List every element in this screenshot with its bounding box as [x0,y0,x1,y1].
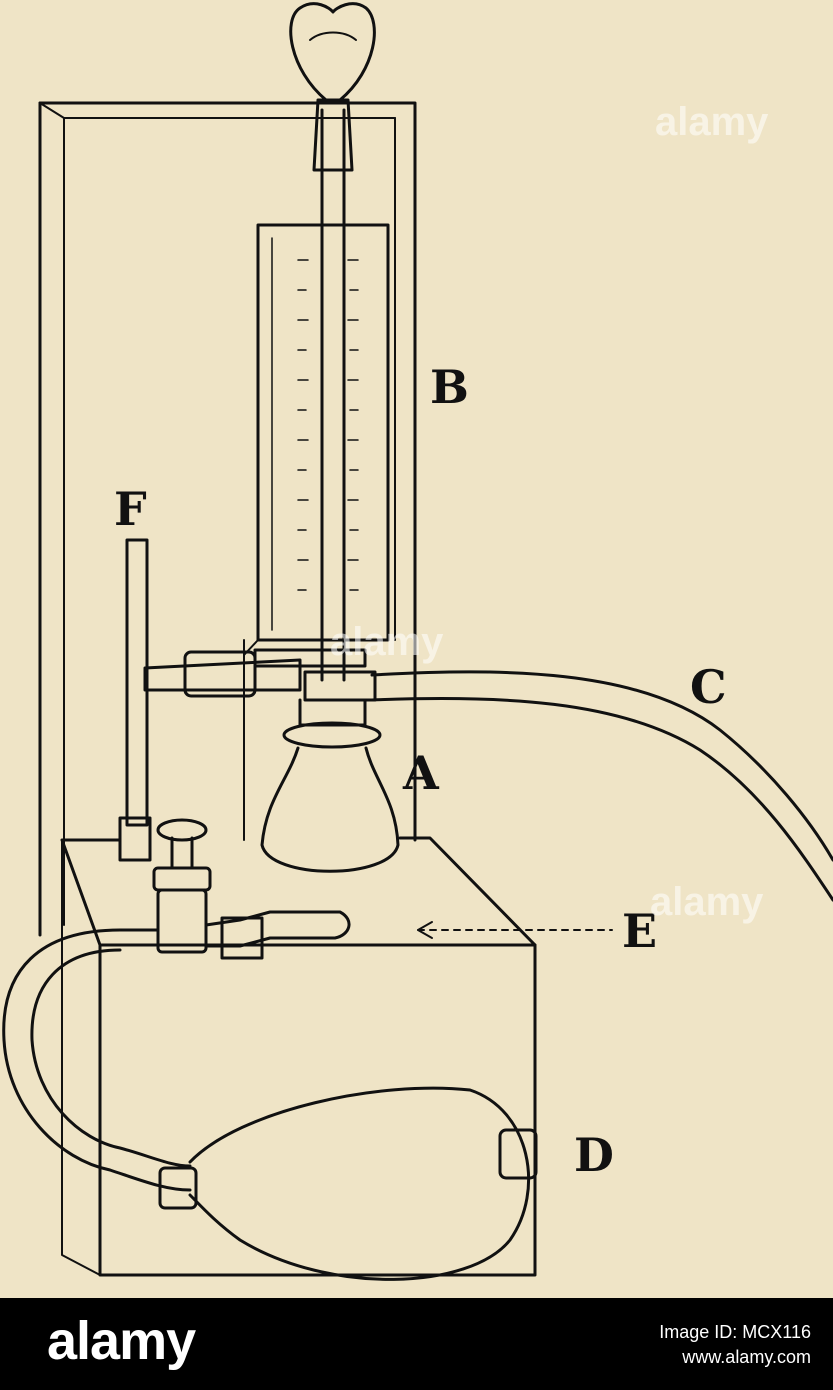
label-a: A [403,746,439,800]
footer-bar [0,1298,833,1390]
apparatus-drawing [2,2,833,1281]
tube-f [118,538,152,862]
label-b: B [430,360,469,414]
label-c: C [690,660,727,714]
bulb-d [2,928,538,1281]
flask-a [260,698,400,873]
label-d: D [574,1128,614,1182]
site-url: www.alamy.com [682,1347,811,1367]
apparatus-figure: A B C D E F alamy alamy alamy [0,0,833,1298]
arrow-e [417,921,613,939]
label-f: F [114,482,147,536]
watermark: alamy [330,620,444,664]
watermark: alamy [650,880,764,924]
valve-e [118,818,351,960]
label-e: E [622,904,658,958]
graduation-marks [297,259,359,591]
hose-c [370,670,833,902]
alamy-logo: alamy [47,1311,196,1371]
central-tube [289,2,376,682]
back-panel [38,101,417,937]
base-box [60,836,537,1277]
watermark: alamy [655,100,769,144]
image-id: Image ID: MCX116 [659,1322,811,1342]
